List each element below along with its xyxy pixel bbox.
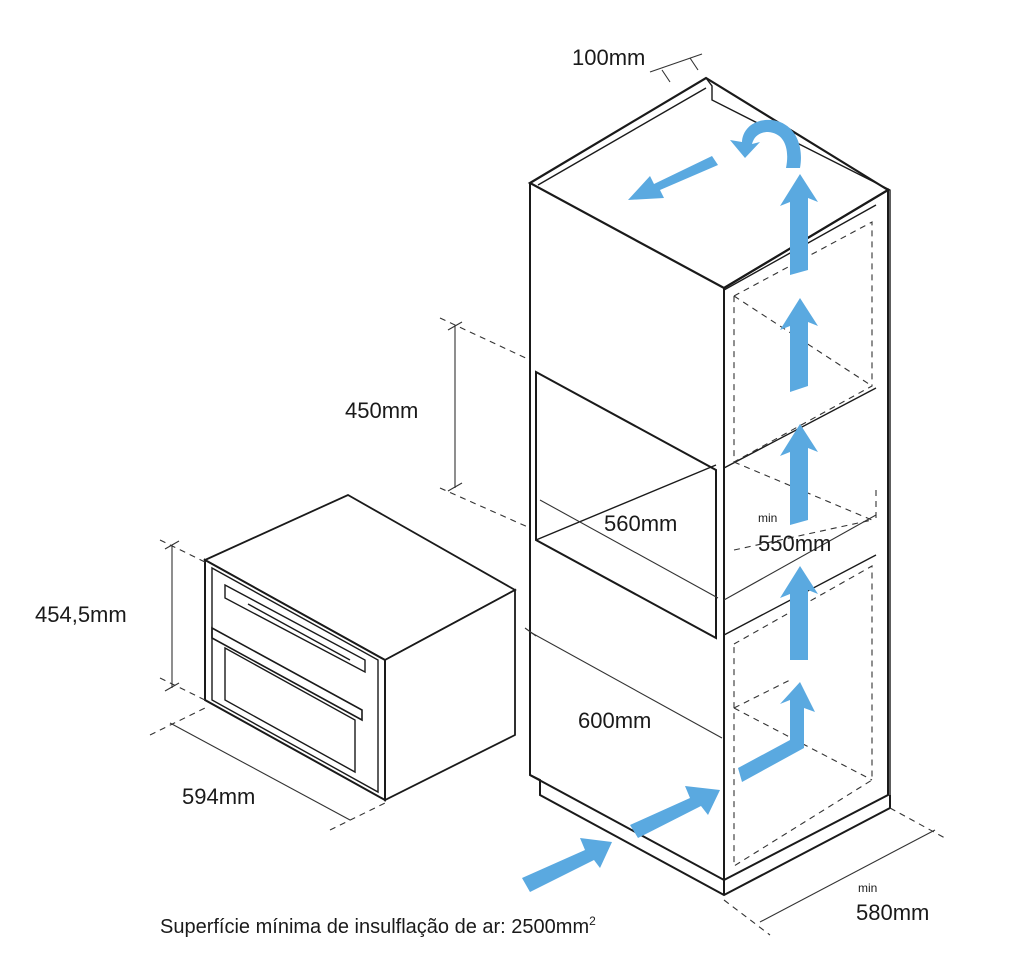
min-depth-prefix: min xyxy=(758,511,777,525)
airflow-arrow-icon xyxy=(780,424,818,525)
min-cabinet-depth-prefix: min xyxy=(858,881,877,895)
cabinet-front-edge xyxy=(529,183,725,882)
appliance xyxy=(203,493,517,802)
min-cabinet-depth-label: 580mm xyxy=(856,900,929,925)
airflow-arrow-icon xyxy=(522,838,612,892)
appliance-height-label: 454,5mm xyxy=(35,602,127,627)
air-intake-caption: Superfície mínima de insulflação de ar: … xyxy=(160,914,596,938)
airflow-arrow-icon xyxy=(780,298,818,392)
caption-superscript: 2 xyxy=(589,914,596,928)
airflow-arrow-icon xyxy=(780,174,818,275)
airflow-arrow-icon xyxy=(730,119,801,168)
top-clearance-label: 100mm xyxy=(572,45,645,70)
cabinet-top-face xyxy=(527,76,891,290)
dimension-lines xyxy=(149,53,946,936)
niche-opening xyxy=(535,370,717,640)
cabinet-width-label: 600mm xyxy=(578,708,651,733)
niche-width-label: 560mm xyxy=(604,511,677,536)
appliance-handle xyxy=(211,626,363,722)
min-depth-label: 550mm xyxy=(758,531,831,556)
appliance-control-strip xyxy=(224,583,366,674)
caption-text: Superfície mínima de insulflação de ar: … xyxy=(160,916,589,938)
airflow-arrow-icon xyxy=(630,786,720,838)
appliance-window xyxy=(224,646,356,774)
cabinet xyxy=(527,76,891,897)
appliance-width-label: 594mm xyxy=(182,784,255,809)
labels: 100mm 450mm 560mm min 550mm 600mm 454,5m… xyxy=(35,45,929,938)
airflow-arrow-icon xyxy=(780,566,818,660)
appliance-front-panel xyxy=(204,558,386,802)
airflow-arrow-icon xyxy=(628,156,718,200)
cabinet-plinth xyxy=(529,774,891,897)
airflow-arrow-icon xyxy=(738,682,815,782)
airflow-arrows xyxy=(522,119,818,892)
niche-height-label: 450mm xyxy=(345,398,418,423)
